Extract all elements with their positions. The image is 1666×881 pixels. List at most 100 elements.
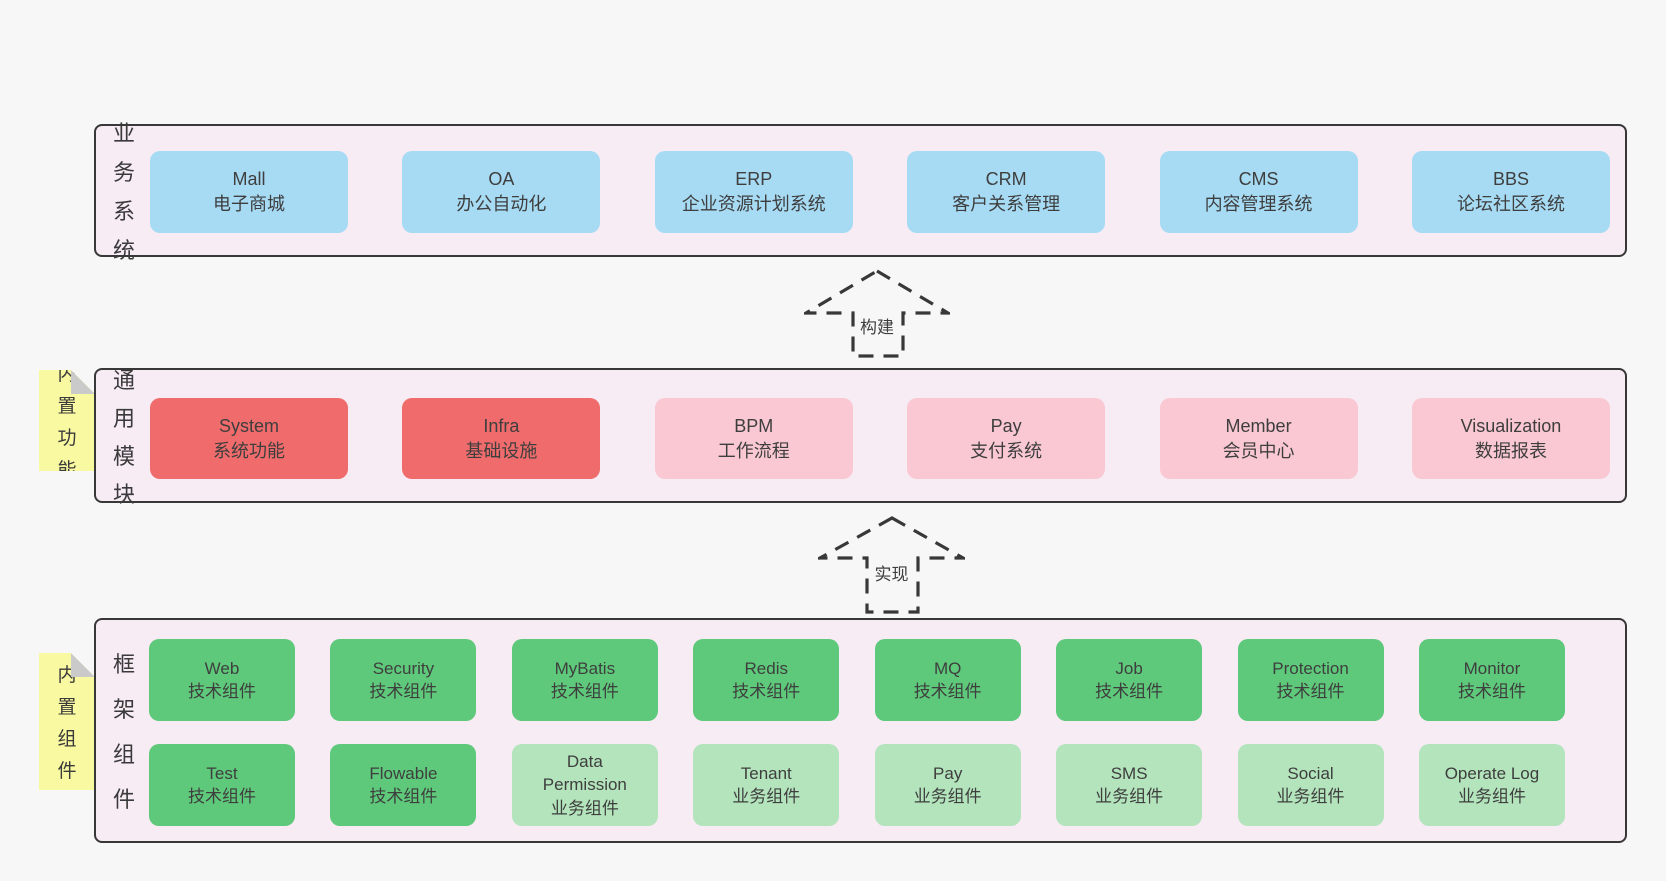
box-title: Member [1225, 415, 1292, 436]
vertical-label-char: 用 [112, 405, 135, 431]
vertical-label-char: 能 [57, 460, 77, 481]
box-subtitle: 客户关系管理 [952, 194, 1061, 214]
box-erp: ERP 企业资源计划系统 [654, 151, 853, 233]
box-subtitle: 数据报表 [1474, 440, 1547, 461]
box-title: Visualization [1460, 415, 1562, 436]
box-subtitle: 会员中心 [1222, 440, 1295, 461]
box-subtitle: 工作流程 [717, 440, 790, 461]
box-title: ERP [735, 169, 773, 190]
box-subtitle: 技术组件 [913, 682, 982, 701]
band-label-framework-components: 框架组件 [108, 620, 140, 841]
box-member: Member 会员中心 [1159, 398, 1358, 479]
box-subtitle: 技术组件 [188, 787, 256, 806]
vertical-label-char: 模 [112, 443, 135, 469]
box-title: Social [1287, 763, 1334, 783]
vertical-label-char: 功 [57, 428, 77, 449]
vertical-label-char: 块 [112, 481, 135, 507]
box-operate-log: Operate Log 业务组件 [1418, 744, 1565, 826]
folded-corner-icon [71, 370, 95, 394]
vertical-label-char: 通 [112, 367, 135, 393]
band-label-business-systems: 业务系统 [108, 121, 140, 263]
box-title: Flowable [369, 763, 438, 783]
box-title: SMS [1110, 763, 1148, 783]
box-title: OA [488, 169, 515, 190]
vertical-label-char: 组 [57, 729, 77, 750]
box-subtitle: 支付系统 [970, 440, 1043, 461]
box-title: BPM [734, 415, 774, 436]
dashed-up-arrow-build: 构建 [804, 268, 950, 359]
box-title: CRM [985, 169, 1027, 190]
box-title: Data Permission [542, 751, 627, 795]
box-job: Job 技术组件 [1056, 639, 1203, 721]
sticky-note-built-in-components: 内置组件 [39, 653, 95, 790]
box-title: Operate Log [1444, 763, 1540, 783]
arrow-label-implement: 实现 [870, 559, 913, 586]
box-title: Redis [744, 658, 788, 678]
box-redis: Redis 技术组件 [693, 639, 840, 721]
box-subtitle: 技术组件 [1095, 682, 1164, 701]
box-oa: OA 办公自动化 [402, 151, 601, 233]
box-title: Monitor [1463, 658, 1521, 678]
box-title: Protection [1272, 658, 1349, 678]
arrow-label-build: 构建 [856, 312, 898, 339]
vertical-label-char: 框 [112, 652, 135, 677]
box-title: Test [206, 763, 238, 783]
box-title: BBS [1492, 169, 1529, 190]
vertical-label-char: 业 [112, 121, 135, 146]
vertical-label-char: 架 [112, 697, 135, 722]
box-subtitle: 业务组件 [913, 787, 982, 806]
sticky-note-built-in-features: 内置功能 [39, 370, 95, 471]
box-subtitle: 技术组件 [369, 787, 438, 806]
box-social: Social 业务组件 [1237, 744, 1384, 826]
box-test: Test 技术组件 [149, 744, 295, 826]
vertical-label-char: 置 [57, 697, 77, 718]
box-subtitle: 内容管理系统 [1204, 194, 1313, 214]
box-subtitle: 业务组件 [732, 787, 801, 806]
vertical-label-char: 组 [112, 742, 135, 767]
box-monitor: Monitor 技术组件 [1418, 639, 1565, 721]
box-title: MyBatis [554, 658, 616, 678]
box-flowable: Flowable 技术组件 [330, 744, 477, 826]
box-subtitle: 办公自动化 [456, 194, 547, 214]
vertical-label-char: 件 [112, 787, 135, 812]
box-title: Job [1115, 658, 1143, 678]
box-subtitle: 技术组件 [732, 682, 801, 701]
box-protection: Protection 技术组件 [1237, 639, 1384, 721]
box-subtitle: 论坛社区系统 [1456, 194, 1565, 214]
box-bpm: BPM 工作流程 [654, 398, 853, 479]
box-subtitle: 业务组件 [1276, 787, 1345, 806]
box-bbs: BBS 论坛社区系统 [1411, 151, 1610, 233]
box-title: Web [204, 658, 240, 678]
band-label-common-modules: 通用模块 [108, 368, 140, 507]
vertical-label-char: 务 [112, 160, 135, 185]
box-title: Mall [232, 169, 266, 190]
box-subtitle: 技术组件 [1276, 682, 1345, 701]
box-pay: Pay 业务组件 [874, 744, 1021, 826]
band-business-systems: 业务系统 Mall 电子商城 OA 办公自动化 ERP 企业资源计划系统 CRM 客户关系管理… [94, 121, 1627, 263]
box-title: MQ [933, 658, 962, 678]
dashed-up-arrow-implement: 实现 [818, 515, 965, 615]
box-subtitle: 企业资源计划系统 [681, 194, 826, 214]
box-subtitle: 业务组件 [1457, 787, 1526, 806]
box-subtitle: 技术组件 [1457, 682, 1526, 701]
box-title: Pay [933, 763, 963, 783]
box-visualization: Visualization 数据报表 [1411, 398, 1610, 479]
box-subtitle: 电子商城 [213, 194, 285, 214]
box-title: System [218, 415, 279, 436]
box-mq: MQ 技术组件 [874, 639, 1021, 721]
vertical-label-char: 系 [112, 199, 135, 224]
vertical-label-char: 置 [57, 396, 77, 417]
